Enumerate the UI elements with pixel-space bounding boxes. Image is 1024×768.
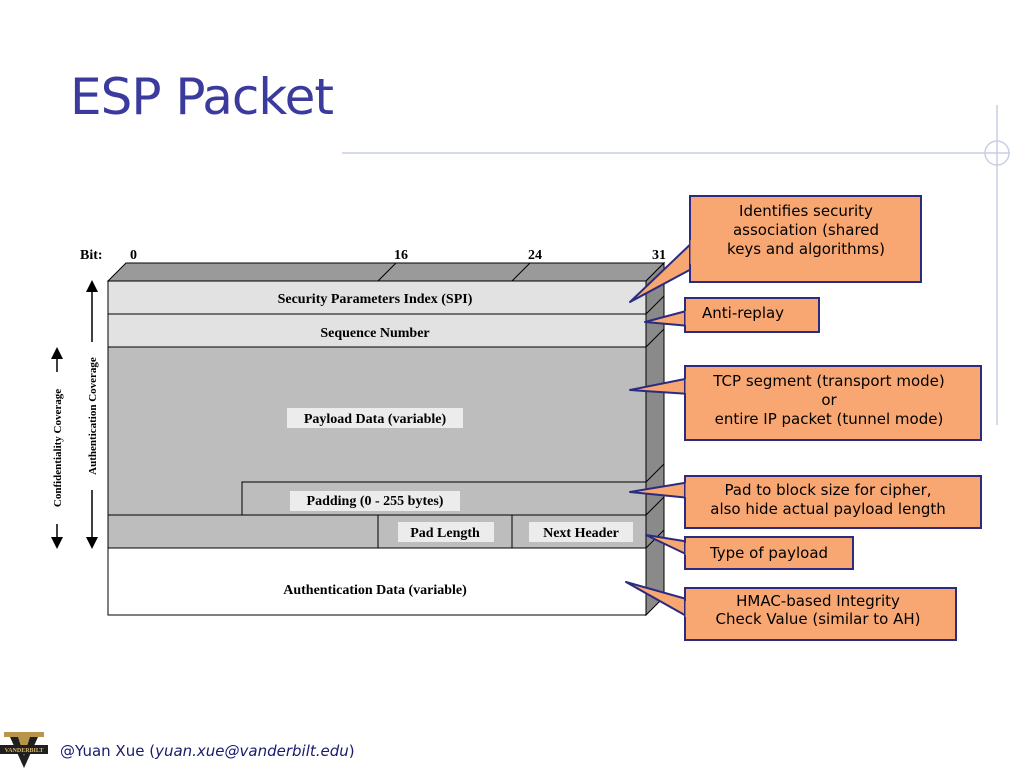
- callout-spi-line2: association (shared: [733, 221, 879, 239]
- field-seq-label: Sequence Number: [320, 326, 429, 341]
- packet-fields: Security Parameters Index (SPI) Sequence…: [107, 280, 647, 616]
- vanderbilt-logo: VANDERBILT: [0, 732, 48, 768]
- callout-spi-line3: keys and algorithms): [727, 240, 885, 258]
- coverage-arrows: Authentication Coverage Confidentiality …: [50, 280, 99, 549]
- field-padding-label: Padding (0 - 255 bytes): [307, 494, 444, 509]
- logo-text: VANDERBILT: [5, 748, 44, 754]
- callout-spi: [689, 195, 922, 283]
- authentication-coverage-label: Authentication Coverage: [87, 357, 99, 475]
- callout-spi-line1: Identifies security: [739, 202, 873, 220]
- packet-side-face: [645, 261, 665, 617]
- callout-auth-line1: HMAC-based Integrity: [736, 592, 900, 610]
- footer-author: @Yuan Xue: [60, 742, 145, 760]
- decorative-lines: [342, 105, 1010, 425]
- bit-0: 0: [130, 248, 137, 263]
- callout-antireplay-text: Anti-replay: [702, 304, 784, 322]
- footer-close-paren: ): [348, 742, 355, 760]
- callout-padding-line2: also hide actual payload length: [710, 500, 946, 518]
- field-nexthdr-label: Next Header: [543, 526, 619, 541]
- callout-payload: [684, 365, 982, 441]
- field-auth-label: Authentication Data (variable): [283, 583, 467, 598]
- packet-top-face: [106, 262, 666, 282]
- callout-auth: [684, 587, 957, 641]
- footer-email: yuan.xue@vanderbilt.edu: [155, 742, 349, 760]
- callout-padding-line1: Pad to block size for cipher,: [724, 481, 931, 499]
- footer-open-paren: (: [144, 742, 156, 760]
- footer: @Yuan Xue (yuan.xue@vanderbilt.edu): [60, 742, 355, 760]
- bit-labels: Bit: 0 16 24 31: [80, 248, 666, 263]
- callout-nexthdr: [684, 536, 854, 570]
- field-spi-label: Security Parameters Index (SPI): [278, 292, 473, 307]
- callout-payload-line2: or: [821, 391, 837, 409]
- bit-31: 31: [652, 248, 666, 263]
- bit-16: 16: [394, 248, 408, 263]
- field-payload-label: Payload Data (variable): [304, 412, 447, 427]
- bit-24: 24: [528, 248, 542, 263]
- confidentiality-coverage-label: Confidentiality Coverage: [52, 389, 64, 507]
- bit-label: Bit:: [80, 248, 103, 263]
- slide-title: ESP Packet: [70, 68, 334, 126]
- field-payload: [107, 346, 647, 517]
- callout-padding: [684, 475, 982, 529]
- callout-auth-line2: Check Value (similar to AH): [716, 610, 921, 628]
- callout-antireplay: [684, 297, 820, 333]
- field-padlen-label: Pad Length: [410, 526, 480, 541]
- callouts: Identifies security association (shared …: [625, 195, 982, 641]
- callout-payload-line1: TCP segment (transport mode): [712, 372, 944, 390]
- callout-payload-line3: entire IP packet (tunnel mode): [715, 410, 944, 428]
- field-auth: [107, 547, 647, 616]
- callout-nexthdr-text: Type of payload: [709, 544, 828, 562]
